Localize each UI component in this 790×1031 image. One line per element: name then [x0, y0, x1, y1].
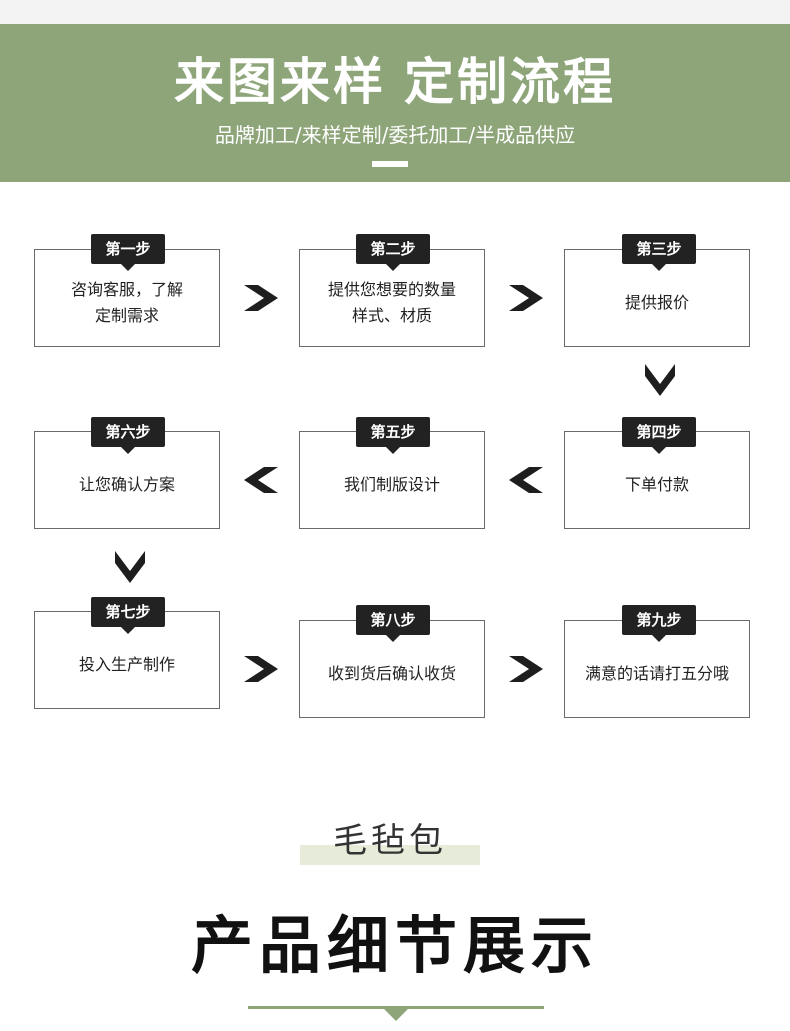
- header-banner: [0, 24, 790, 182]
- section-divider: [248, 1006, 544, 1009]
- step-8-tag: 第八步: [356, 605, 430, 642]
- step-6-tag: 第六步: [91, 417, 165, 454]
- step-1-tag: 第一步: [91, 234, 165, 271]
- step-4-tag: 第四步: [622, 417, 696, 454]
- section-title: 产品细节展示: [190, 909, 599, 982]
- banner-title-part2: 定制流程: [404, 53, 616, 111]
- step-6-box: 让您确认方案: [34, 431, 220, 529]
- step-4-text: 下单付款: [624, 475, 689, 494]
- step-5-text: 我们制版设计: [343, 475, 440, 494]
- step-5-tag: 第五步: [356, 417, 430, 454]
- banner-divider: [372, 161, 408, 167]
- chevron-down-icon: [384, 1009, 408, 1021]
- step-1-text: 咨询客服，了解 定制需求: [70, 280, 183, 325]
- banner-title-part1: 来图来样: [174, 53, 386, 111]
- step-6-text: 让您确认方案: [78, 475, 175, 494]
- arrow-down-icon: [645, 364, 675, 396]
- arrow-right-icon: [509, 656, 543, 682]
- step-8-text: 收到货后确认收货: [327, 664, 456, 683]
- arrow-right-icon: [244, 656, 278, 682]
- banner-subtitle: 品牌加工/来样定制/委托加工/半成品供应: [214, 123, 576, 147]
- top-strip: [0, 0, 790, 24]
- step-7-text: 投入生产制作: [78, 655, 175, 674]
- product-label: 毛毡包: [333, 821, 447, 861]
- step-9-tag: 第九步: [622, 605, 696, 642]
- arrow-left-icon: [509, 467, 543, 493]
- step-3-text: 提供报价: [624, 293, 689, 312]
- arrow-right-icon: [509, 285, 543, 311]
- arrow-left-icon: [244, 467, 278, 493]
- step-2-text: 提供您想要的数量 样式、材质: [327, 280, 456, 325]
- product-label-highlight: [300, 845, 480, 865]
- arrow-right-icon: [244, 285, 278, 311]
- step-9-text: 满意的话请打五分哦: [584, 664, 729, 683]
- step-7-tag: 第七步: [91, 597, 165, 634]
- step-2-tag: 第二步: [356, 234, 430, 271]
- step-3-tag: 第三步: [622, 234, 696, 271]
- arrow-down-icon: [115, 551, 145, 583]
- banner-title: 来图来样定制流程: [0, 52, 790, 112]
